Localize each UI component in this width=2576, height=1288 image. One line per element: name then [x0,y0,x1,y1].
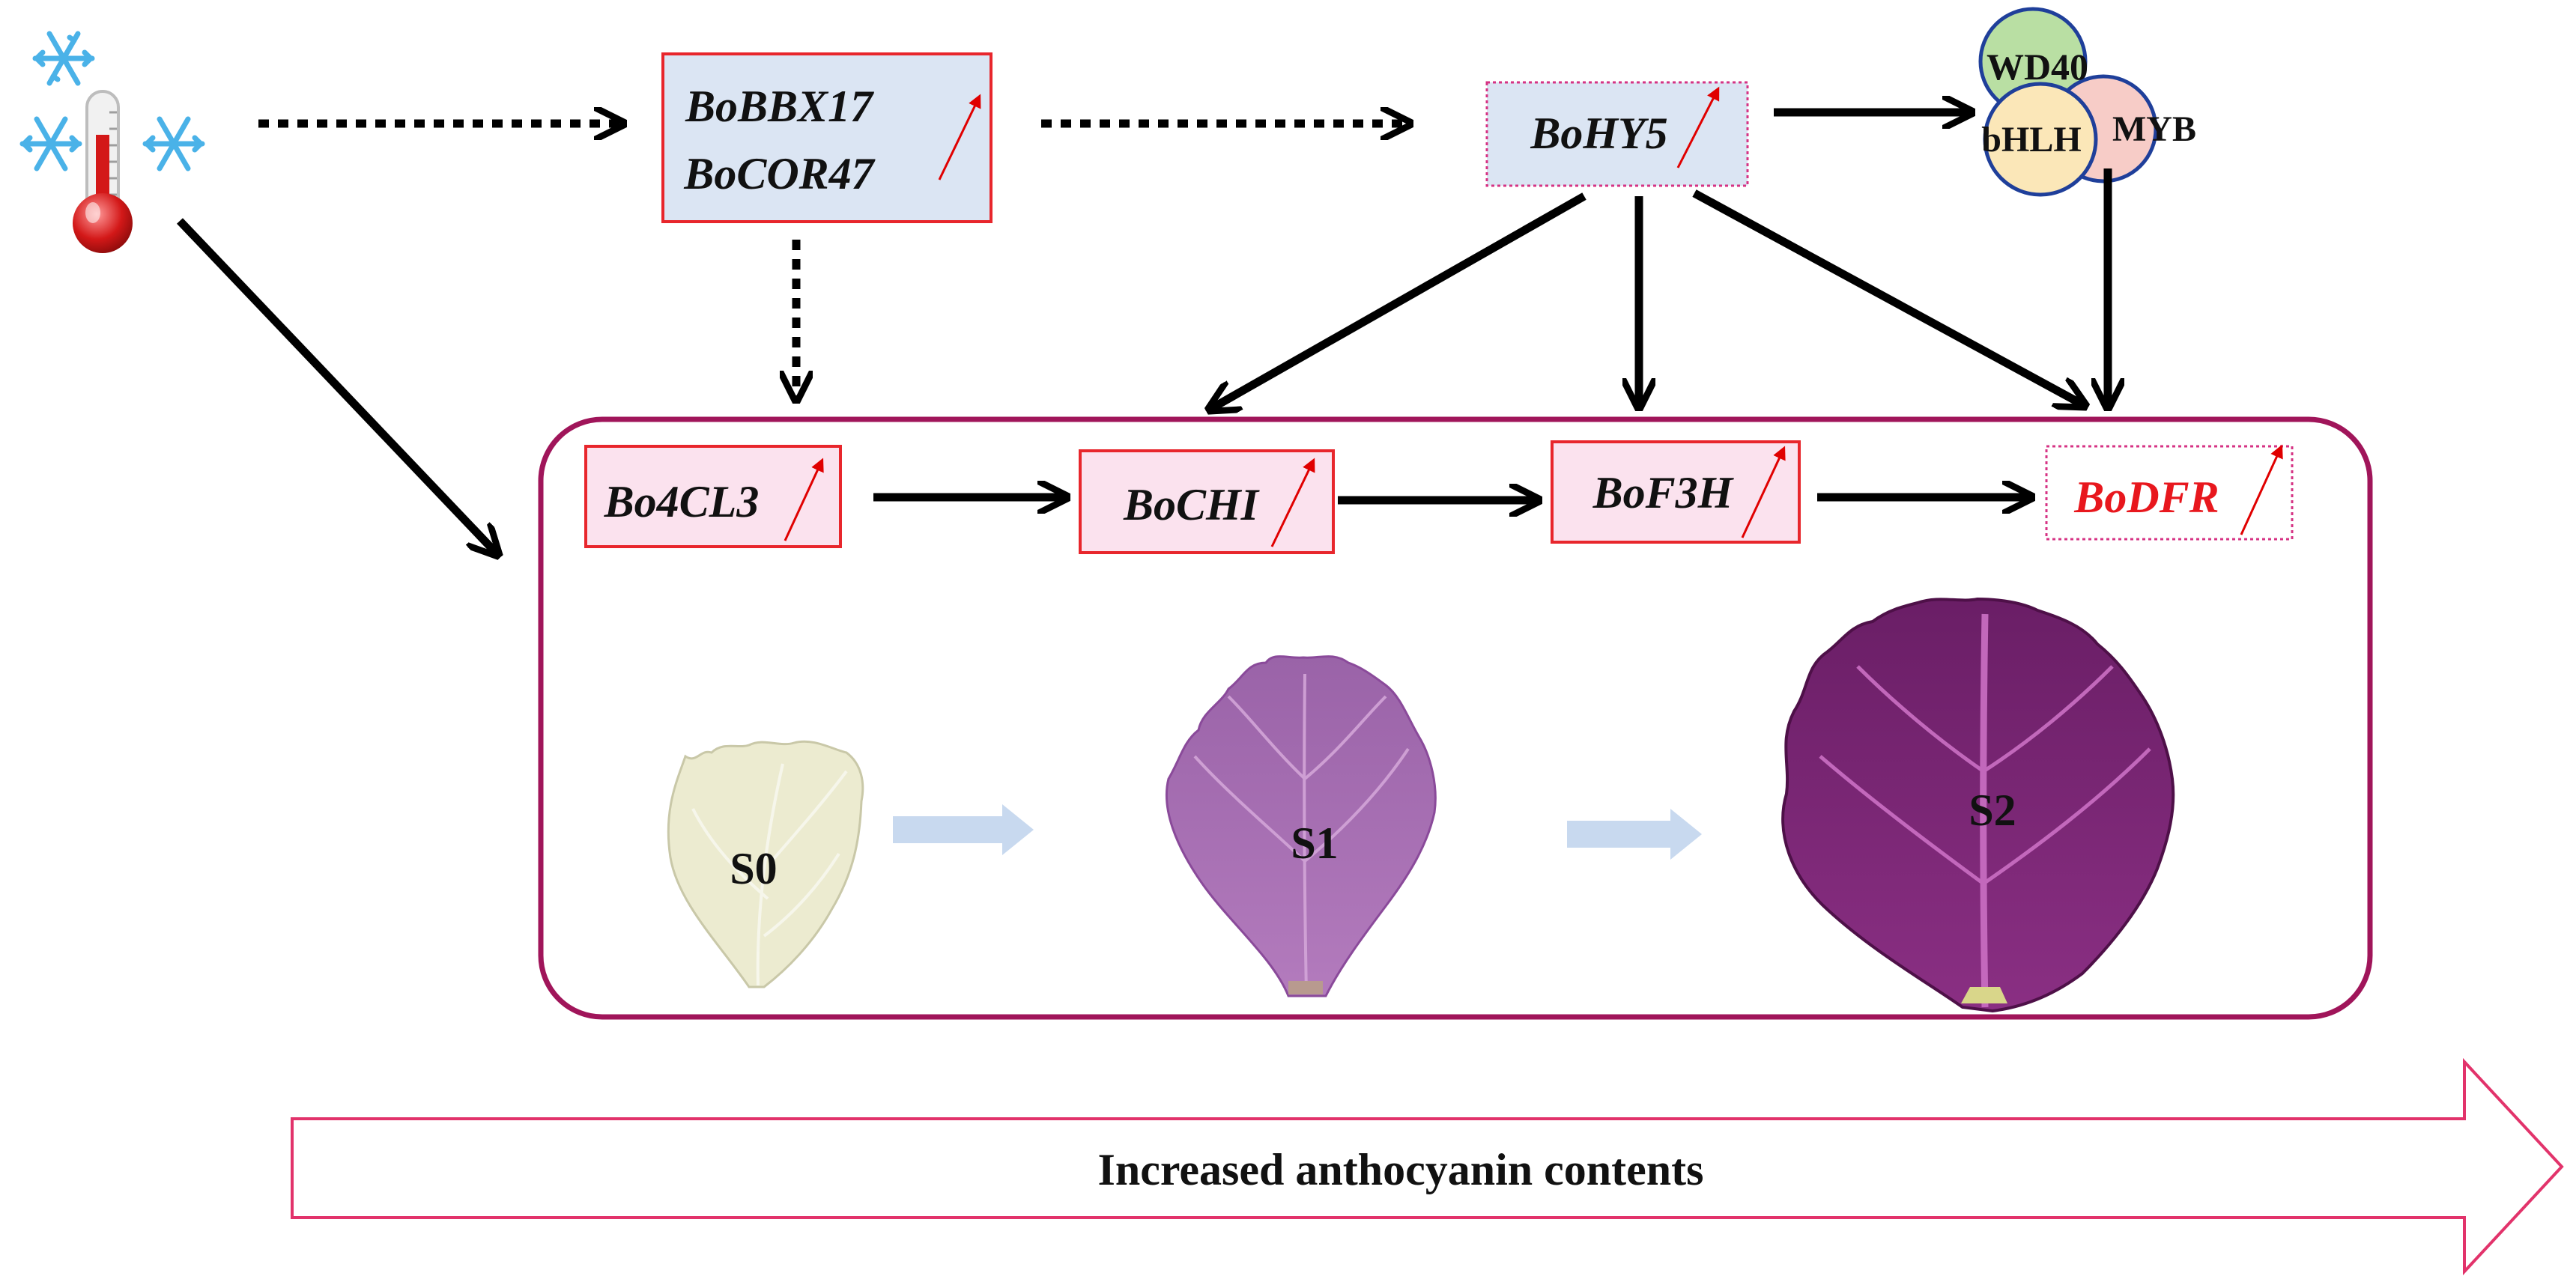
bhlh-circle [1983,82,2098,197]
upregulation-arrow-icon [784,458,824,541]
snowflake-icon [19,31,205,171]
cold-stimulus-icon [19,31,205,253]
upregulation-arrow-icon [1270,458,1315,547]
pathway-container [538,416,2373,1020]
arrow-cold-to-pathway [177,218,496,553]
gene-box-bof3h: BoF3H [1551,440,1801,544]
myb-label: MYB [2112,109,2196,149]
leaf-s0-image: S0 [667,740,864,988]
leaf-s2-image: S2 [1781,597,2175,1013]
gene-box-bobbx17-bocor47: BoBBX17 BoCOR47 [661,52,992,223]
stage-label-s0: S0 [730,844,777,893]
arrow-hy5-to-dfr [1692,189,2082,404]
gene-box-bochi: BoCHI [1079,449,1335,554]
bhlh-label: bHLH [1981,120,2081,160]
stage-arrow-s0-to-s1 [893,804,1034,855]
upregulation-arrow-icon [2240,444,2283,535]
gene-box-bodfr: BoDFR [2045,444,2294,541]
upregulation-arrow-icon [938,94,981,180]
gene-box-bo4cl3: Bo4CL3 [584,445,842,548]
upregulation-arrow-icon [1741,446,1786,538]
gene-label-bof3h: BoF3H [1592,468,1735,517]
banner-label: Increased anthocyanin contents [1098,1145,1704,1194]
wd40-label: WD40 [1986,46,2088,88]
enzyme-step-arrows [873,497,2028,500]
stage-label-s2: S2 [1969,786,2016,835]
gene-label-bo4cl3: Bo4CL3 [604,477,760,526]
gene-label-bochi: BoCHI [1123,480,1261,529]
gene-label-bodfr: BoDFR [2073,473,2219,522]
upregulation-arrow-icon [1676,86,1720,168]
arrow-hy5-to-chi [1212,192,1586,408]
gene-label-bobbx17: BoBBX17 [685,82,874,131]
leaf-s1-image: S1 [1165,655,1437,997]
gene-box-bohy5: BoHY5 [1485,81,1749,187]
pathway-arrows [177,112,2108,553]
stage-arrow-s1-to-s2 [1567,809,1702,860]
mbw-complex: WD40 bHLH MYB [1978,7,2196,197]
anthocyanin-banner-arrow [291,1057,2564,1276]
gene-label-bohy5: BoHY5 [1530,109,1667,158]
gene-label-bocor47: BoCOR47 [683,149,875,198]
stage-label-s1: S1 [1291,818,1338,868]
